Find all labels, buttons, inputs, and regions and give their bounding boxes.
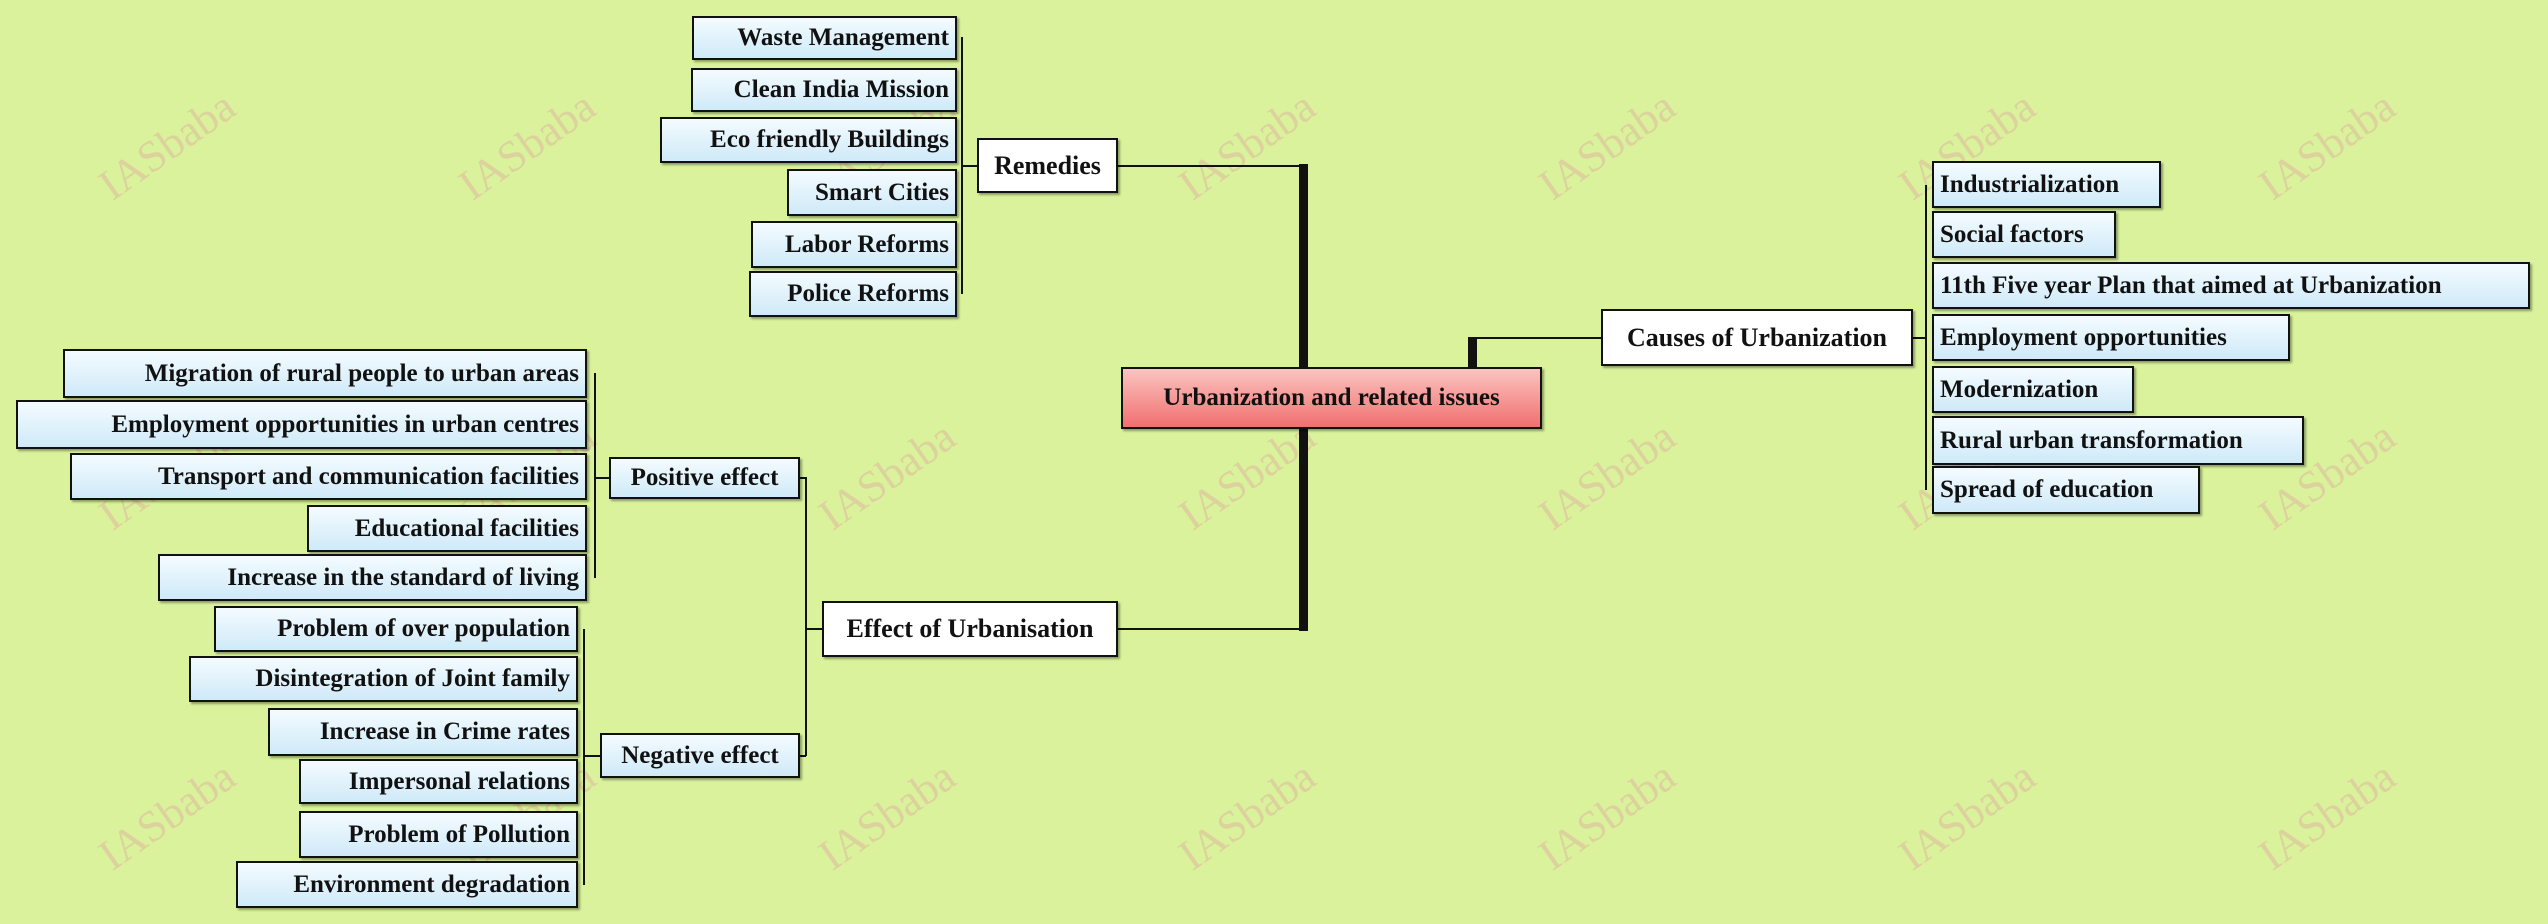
connector xyxy=(961,165,977,167)
cause-item[interactable]: Industrialization xyxy=(1932,161,2161,208)
connector xyxy=(1118,628,1303,630)
negative-effect-item[interactable]: Disintegration of Joint family xyxy=(189,656,578,702)
watermark-text: IASbaba xyxy=(809,751,965,880)
bracket xyxy=(594,373,596,578)
trunk-line xyxy=(1468,337,1477,368)
remedy-item[interactable]: Smart Cities xyxy=(787,169,957,216)
positive-effect-item[interactable]: Transport and communication facilities xyxy=(70,453,587,500)
bracket xyxy=(805,477,807,756)
cause-item[interactable]: 11th Five year Plan that aimed at Urbani… xyxy=(1932,262,2530,309)
bracket xyxy=(583,629,585,885)
negative-effect-item[interactable]: Problem of Pollution xyxy=(299,811,578,858)
positive-effect-item[interactable]: Educational facilities xyxy=(307,505,587,552)
connector xyxy=(583,755,600,757)
remedy-item[interactable]: Police Reforms xyxy=(749,271,957,317)
watermark-text: IASbaba xyxy=(89,81,245,210)
negative-effect-item[interactable]: Problem of over population xyxy=(214,606,578,652)
remedy-item[interactable]: Waste Management xyxy=(692,16,957,60)
watermark-text: IASbaba xyxy=(2249,751,2405,880)
positive-effect-item[interactable]: Migration of rural people to urban areas xyxy=(63,349,587,398)
watermark-text: IASbaba xyxy=(1169,751,1325,880)
watermark-text: IASbaba xyxy=(1529,81,1685,210)
connector xyxy=(1913,337,1926,339)
connector xyxy=(806,628,822,630)
topic-negative-effect[interactable]: Negative effect xyxy=(600,733,800,778)
central-topic[interactable]: Urbanization and related issues xyxy=(1121,367,1542,429)
cause-item[interactable]: Rural urban transformation xyxy=(1932,416,2304,465)
remedy-item[interactable]: Labor Reforms xyxy=(751,221,957,268)
topic-effect[interactable]: Effect of Urbanisation xyxy=(822,601,1118,657)
connector xyxy=(800,477,806,479)
watermark-text: IASbaba xyxy=(1529,751,1685,880)
cause-item[interactable]: Spread of education xyxy=(1932,466,2200,514)
remedy-item[interactable]: Clean India Mission xyxy=(691,68,957,112)
remedy-item[interactable]: Eco friendly Buildings xyxy=(660,117,957,163)
watermark-text: IASbaba xyxy=(2249,81,2405,210)
bracket xyxy=(1925,185,1927,490)
watermark-text: IASbaba xyxy=(1529,411,1685,540)
connector xyxy=(1472,337,1601,339)
negative-effect-item[interactable]: Environment degradation xyxy=(236,861,578,908)
negative-effect-item[interactable]: Increase in Crime rates xyxy=(268,708,578,756)
watermark-text: IASbaba xyxy=(89,751,245,880)
connector xyxy=(594,477,609,479)
topic-causes[interactable]: Causes of Urbanization xyxy=(1601,309,1913,366)
watermark-text: IASbaba xyxy=(1889,751,2045,880)
cause-item[interactable]: Social factors xyxy=(1932,211,2116,258)
positive-effect-item[interactable]: Employment opportunities in urban centre… xyxy=(16,400,587,449)
negative-effect-item[interactable]: Impersonal relations xyxy=(299,759,578,804)
watermark-text: IASbaba xyxy=(809,411,965,540)
connector xyxy=(800,755,806,757)
positive-effect-item[interactable]: Increase in the standard of living xyxy=(158,554,587,601)
connector xyxy=(1118,165,1303,167)
watermark-text: IASbaba xyxy=(449,81,605,210)
topic-positive-effect[interactable]: Positive effect xyxy=(609,457,800,499)
topic-remedies[interactable]: Remedies xyxy=(977,138,1118,193)
cause-item[interactable]: Employment opportunities xyxy=(1932,314,2290,361)
cause-item[interactable]: Modernization xyxy=(1932,366,2134,413)
